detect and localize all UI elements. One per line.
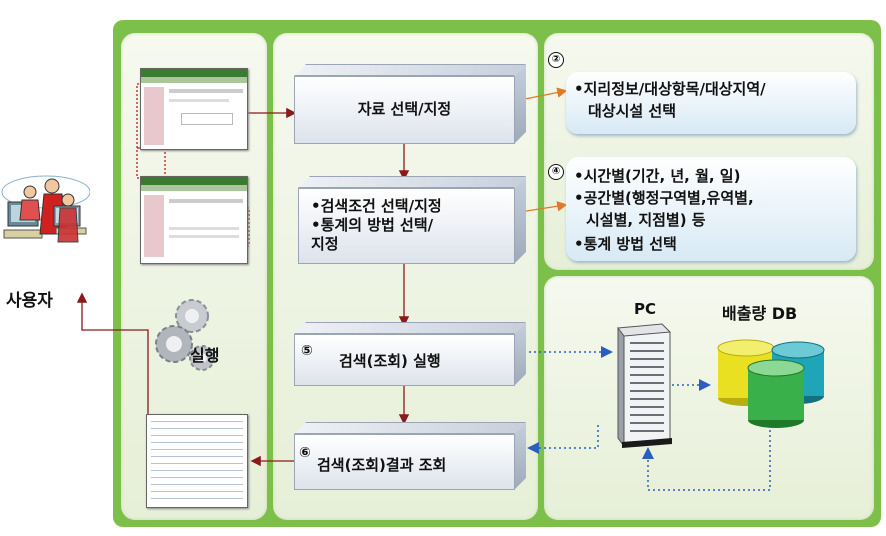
step-5-number: ⑤ (301, 343, 313, 359)
info-b-line-2: •공간별(행정구역별,유역별, (574, 189, 754, 207)
info-a-line-1: •지리정보/대상항목/대상지역/ (574, 80, 766, 98)
pc-label: PC (634, 300, 657, 318)
info-b-number: ④ (548, 164, 564, 180)
step-result-label: 검색(조회)결과 조회 (317, 456, 447, 474)
step-condition-line-1: •검색조건 선택/지정 (311, 197, 442, 215)
step-condition-line-2: •통계의 방법 선택/ (311, 216, 434, 234)
info-b-line-4: •통계 방법 선택 (574, 235, 677, 253)
step-6-number: ⑥ (299, 445, 311, 461)
user-label: 사용자 (6, 291, 53, 311)
pc-server-icon (617, 323, 672, 448)
screen-thumbnail-result-table (146, 414, 248, 508)
step-condition-box: •검색조건 선택/지정 •통계의 방법 선택/ 지정 (298, 176, 526, 264)
gears-icon (155, 299, 215, 371)
info-a-number: ② (548, 52, 564, 68)
info-a-line-2: 대상시설 선택 (588, 102, 677, 120)
step-execute-box: ⑤ 검색(조회) 실행 (294, 322, 526, 386)
execute-label: 실행 (190, 346, 220, 365)
user-computer-icon (1, 175, 90, 243)
screen-thumbnail-data-select (140, 68, 248, 150)
step-execute-label: 검색(조회) 실행 (339, 352, 441, 370)
step-data-select-box: 자료 선택/지정 (294, 64, 526, 144)
database-icon (717, 339, 825, 428)
db-label: 배출량 DB (722, 304, 798, 323)
screen-thumbnail-condition (140, 176, 248, 264)
info-b-line-1: •시간별(기간, 년, 월, 일) (574, 167, 741, 185)
info-b-box: •시간별(기간, 년, 월, 일) •공간별(행정구역별,유역별, 시설별, 지… (566, 157, 856, 261)
step-data-select-label: 자료 선택/지정 (357, 100, 452, 118)
info-a-box: •지리정보/대상항목/대상지역/ 대상시설 선택 (566, 72, 856, 134)
info-b-line-3: 시설별, 지점별) 등 (586, 211, 706, 229)
step-result-box: ⑥ 검색(조회)결과 조회 (294, 422, 526, 490)
step-condition-line-3: 지정 (311, 235, 339, 253)
